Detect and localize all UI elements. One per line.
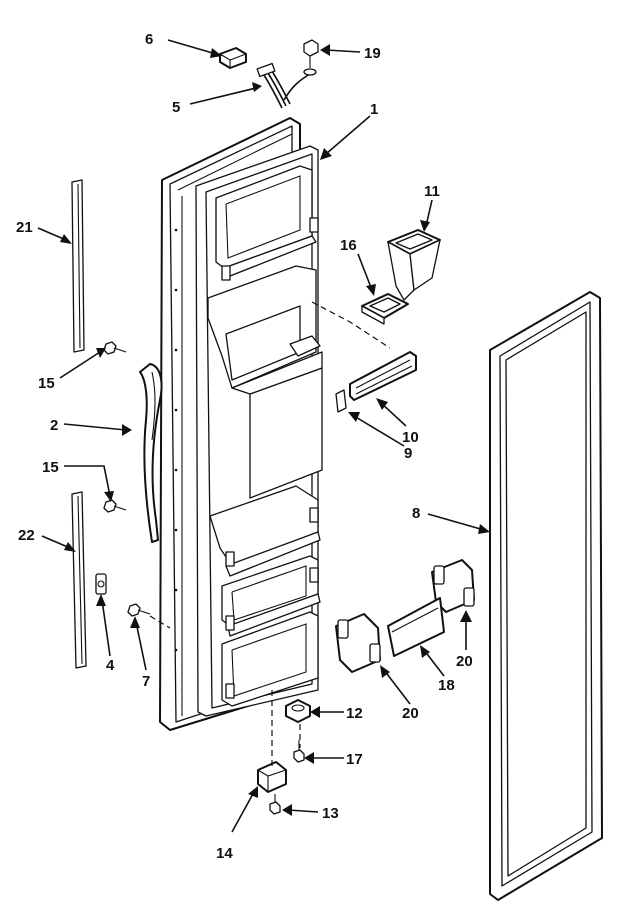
callout-19: 19 [364,45,381,62]
wire-harness-part [256,62,311,109]
callout-1: 1 [370,101,378,118]
callout-17: 17 [346,751,363,768]
door-gasket-part [489,291,603,901]
callout-12: 12 [346,705,363,722]
callout-2: 2 [50,417,58,434]
screw-15b-part [103,499,127,513]
callout-7: 7 [142,673,150,690]
screw-15a-part [103,341,127,355]
screw-17-part [293,740,305,763]
hinge-bushing-part [285,699,311,723]
trim-strip-21-part [71,179,85,353]
bin-20b-part [335,613,381,673]
screw-13-part [269,794,281,815]
connector-part [219,47,247,69]
screw-19-part [303,39,319,76]
clip-part [95,573,107,595]
leader-lines [37,39,490,833]
screw-7-part [127,603,151,617]
callout-6: 6 [145,31,153,48]
callout-9: 9 [404,445,412,462]
callout-16: 16 [340,237,357,254]
callout-8: 8 [412,505,420,522]
callout-5: 5 [172,99,180,116]
callout-4: 4 [106,657,115,674]
callout-15b: 15 [42,459,59,476]
trim-10-part [349,351,417,401]
callout-13: 13 [322,805,339,822]
cover-9-part [335,389,347,413]
callout-labels: 6 19 5 1 11 16 21 15 2 15 22 10 9 8 4 7 … [16,31,473,862]
trim-strip-22-part [71,491,87,669]
callout-15a: 15 [38,375,55,392]
door-edge-rivets [174,228,178,652]
callout-22: 22 [18,527,35,544]
flapper-part [361,293,409,325]
freezer-door [159,117,323,731]
callout-18: 18 [438,677,455,694]
handle-part [139,363,163,543]
bin-cover-18-part [387,597,445,657]
chute-part [387,229,441,301]
callout-21: 21 [16,219,33,236]
callout-20b: 20 [402,705,419,722]
callout-11: 11 [424,183,440,200]
callout-20a: 20 [456,653,473,670]
callout-10: 10 [402,429,419,446]
callout-14: 14 [216,845,233,862]
hinge-14-part [257,761,287,793]
